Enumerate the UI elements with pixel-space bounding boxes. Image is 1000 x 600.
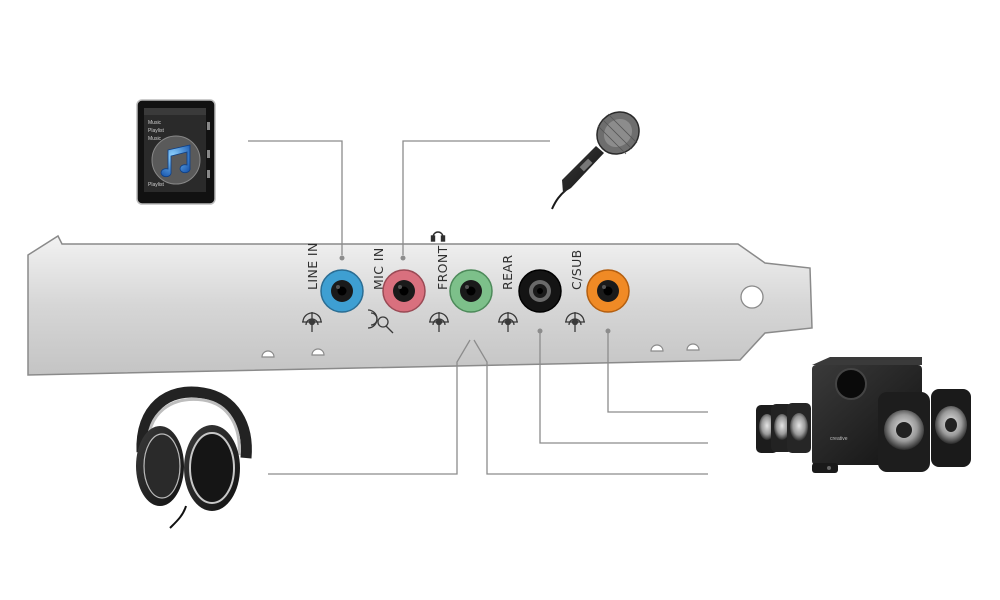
bracket-notch	[650, 344, 664, 352]
line-in-connector	[248, 140, 343, 255]
csub-audio-icon	[565, 312, 585, 332]
music-note-icon	[160, 144, 191, 178]
speaker-system-icon: creative	[756, 357, 971, 473]
player-screen-line: Playlist	[148, 128, 164, 134]
player-screen-line: Music	[148, 120, 162, 126]
front-connector-headphones	[268, 339, 471, 475]
connector-dot	[339, 255, 345, 261]
jack-rear[interactable]	[518, 269, 562, 313]
bracket-notch	[686, 343, 700, 351]
bracket-screw-hole	[740, 285, 764, 309]
bracket-notch	[311, 348, 325, 356]
jack-front[interactable]	[449, 269, 493, 313]
jack-label-rear: REAR	[500, 255, 515, 290]
microphone-device	[551, 111, 640, 210]
connector-dot	[605, 328, 611, 334]
headphones-device	[136, 386, 252, 529]
front-audio-icon	[429, 312, 449, 332]
connector-lines	[248, 140, 708, 475]
speaker-brand-label: creative	[830, 436, 848, 442]
line-in-audio-icon	[302, 312, 322, 332]
rear-audio-icon	[498, 312, 518, 332]
csub-connector	[607, 333, 708, 413]
microphone-small-icon	[367, 309, 394, 334]
front-connector-speakers	[473, 339, 708, 475]
jack-label-mic-in: MIC IN	[371, 247, 386, 290]
jack-label-csub: C/SUB	[569, 249, 584, 290]
speaker-system-device: creative	[756, 357, 971, 473]
jack-csub[interactable]	[586, 269, 630, 313]
jack-labels: LINE IN MIC IN FRONT REAR C/SUB	[305, 242, 584, 290]
jack-label-line-in: LINE IN	[305, 242, 320, 290]
jack-mic-in[interactable]	[382, 269, 426, 313]
jack-label-front: FRONT	[435, 245, 450, 290]
player-screen-line: Playlist	[148, 182, 164, 188]
connector-dot	[537, 328, 543, 334]
player-screen-line: Music	[148, 136, 162, 142]
rear-connector	[539, 333, 708, 444]
headphone-small-icon	[430, 231, 446, 242]
connector-dot	[400, 255, 406, 261]
microphone-icon	[596, 111, 640, 155]
mic-in-connector	[402, 140, 550, 255]
jack-line-in[interactable]	[320, 269, 364, 313]
bracket-notch	[261, 350, 275, 358]
media-player-device: Music Playlist Music Playlist	[136, 99, 216, 205]
headphones-icon	[136, 386, 252, 529]
